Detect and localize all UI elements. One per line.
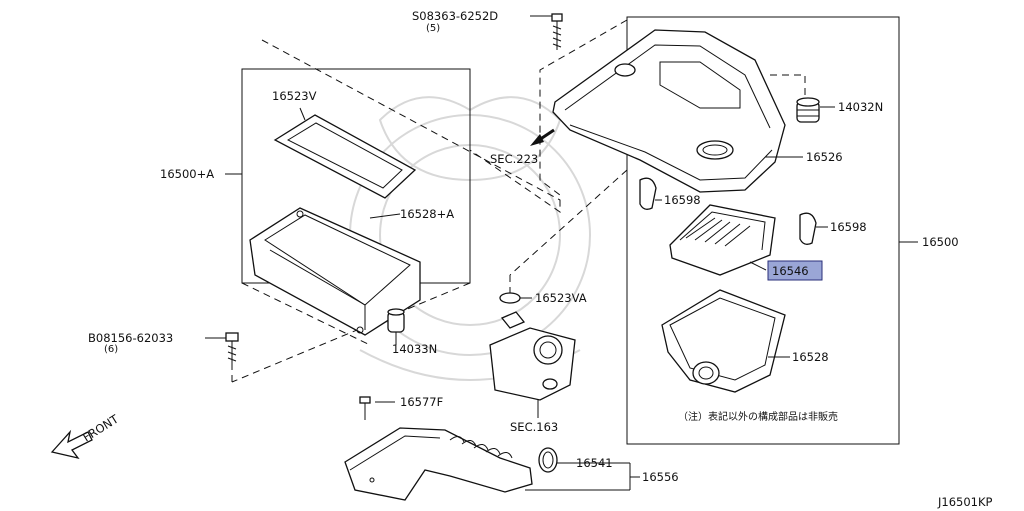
- label-bolt-left-qty: (6): [104, 344, 118, 355]
- label-note-jp: （注）表記以外の構成部品は非販売: [678, 410, 838, 423]
- label-duct[interactable]: 16556: [642, 470, 679, 484]
- label-seal-upper[interactable]: 16523V: [272, 89, 317, 103]
- projection-lines: [231, 19, 628, 383]
- throttle-body-sec163[interactable]: [489, 311, 576, 418]
- label-clip-left[interactable]: 16598: [664, 193, 701, 207]
- bolt-top-08363-6252D[interactable]: [530, 13, 563, 50]
- label-clip-right[interactable]: 16598: [830, 220, 867, 234]
- label-ring[interactable]: 16541: [576, 456, 613, 470]
- label-cover-upper[interactable]: 16526: [806, 150, 843, 164]
- label-sec-163[interactable]: SEC.163: [510, 420, 558, 434]
- clip-right-16598[interactable]: [799, 212, 828, 245]
- label-diagram-code: J16501KP: [937, 495, 993, 509]
- element-label-highlight: [767, 260, 823, 281]
- label-assembly-a[interactable]: 16500+A: [160, 167, 214, 181]
- lower-case-16528[interactable]: [661, 289, 790, 393]
- clip-left-16598[interactable]: [639, 177, 662, 210]
- filter-element-16546[interactable]: [669, 204, 776, 276]
- sec-223-arrow: [530, 128, 555, 146]
- grommet-14032N[interactable]: [796, 97, 835, 123]
- label-case-a[interactable]: 16528+A: [400, 207, 454, 221]
- mount-rubber-14033N[interactable]: [387, 308, 405, 345]
- leader-lines: [225, 156, 918, 491]
- front-arrow-icon: [50, 429, 93, 460]
- label-mount-rubber[interactable]: 14033N: [392, 342, 437, 356]
- upper-cover-16526[interactable]: [552, 29, 806, 193]
- label-front: FRONT: [80, 411, 122, 444]
- label-assembly[interactable]: 16500: [922, 235, 959, 249]
- label-case-lower[interactable]: 16528: [792, 350, 829, 364]
- label-bolt-top-qty: (5): [426, 23, 440, 34]
- label-grommet[interactable]: 14032N: [838, 100, 883, 114]
- right-group-frame: [626, 16, 900, 445]
- label-seal-va[interactable]: 16523VA: [535, 291, 587, 305]
- duct-16556[interactable]: [344, 427, 533, 501]
- seal-16523V[interactable]: [273, 107, 417, 199]
- label-element[interactable]: 16546: [772, 264, 809, 278]
- label-sec-223[interactable]: SEC.223: [490, 152, 538, 166]
- seal-16523VA[interactable]: [499, 292, 521, 304]
- label-bolt-left[interactable]: B08156-62033: [88, 331, 173, 345]
- label-clamp[interactable]: 16577F: [400, 395, 443, 409]
- ring-16541[interactable]: [538, 447, 558, 473]
- clamp-16577F[interactable]: [359, 396, 395, 420]
- bolt-left-08156-62033[interactable]: [205, 332, 239, 368]
- case-16528A[interactable]: [249, 207, 421, 336]
- label-bolt-top[interactable]: S08363-6252D: [412, 9, 498, 23]
